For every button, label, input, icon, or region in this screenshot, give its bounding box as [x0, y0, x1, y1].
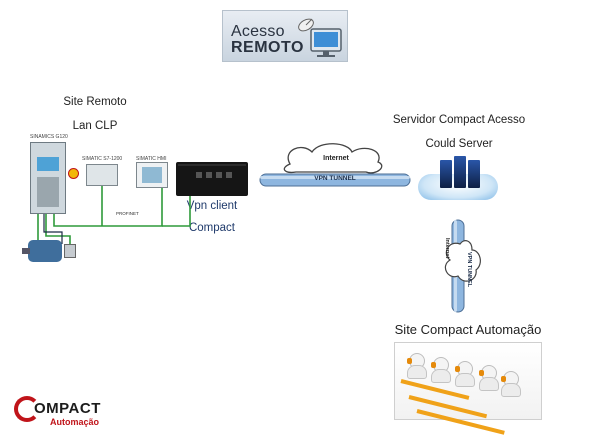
profinet-tag: PROFINET: [116, 211, 139, 216]
signal-lamp-icon: [68, 168, 79, 179]
site-remoto-title: Site Remoto: [63, 96, 127, 108]
vpn-client-title: Vpn client: [186, 200, 238, 212]
hmi-panel: [136, 162, 168, 188]
vertical-tunnel: [444, 219, 481, 313]
h-tunnel-pipe-label: VPN TUNNEL: [314, 175, 356, 182]
support-team-illustration: [394, 342, 542, 435]
v-tunnel-pipe-label: VPN TUNNEL: [466, 252, 472, 288]
cloud-server-icon: [418, 156, 498, 204]
h-tunnel-cloud-label: Internet: [323, 155, 349, 162]
vpn-client-subtitle: Compact: [188, 222, 236, 234]
v-tunnel-cloud-label: Internet: [444, 238, 450, 259]
server-subtitle: Could Server: [425, 138, 493, 150]
monitor-satellite-icon: [298, 18, 342, 57]
banner-line1: Acesso: [231, 23, 285, 40]
site-remoto-subtitle: Lan CLP: [72, 120, 118, 132]
drive-tag: SINAMICS G120: [30, 134, 68, 140]
horizontal-tunnel: [259, 143, 411, 187]
server-title: Servidor Compact Acesso: [392, 114, 526, 126]
site-compact-title: Site Compact Automação: [394, 322, 542, 337]
junction-box: [64, 244, 76, 258]
logo-sub: Automação: [50, 417, 100, 427]
logo-word: OMPACT: [34, 400, 101, 417]
vpn-client-device: [176, 162, 248, 196]
electric-motor-icon: [22, 240, 62, 262]
frequency-drive: [30, 142, 66, 214]
compact-automacao-logo: OMPACT Automação: [14, 396, 114, 428]
plc-device: [86, 164, 118, 186]
banner-line2: REMOTO: [231, 39, 304, 56]
banner-acesso-remoto: Acesso REMOTO: [222, 10, 348, 62]
hmi-tag: SIMATIC HMI: [136, 156, 167, 162]
plc-tag: SIMATIC S7-1200: [82, 156, 123, 162]
